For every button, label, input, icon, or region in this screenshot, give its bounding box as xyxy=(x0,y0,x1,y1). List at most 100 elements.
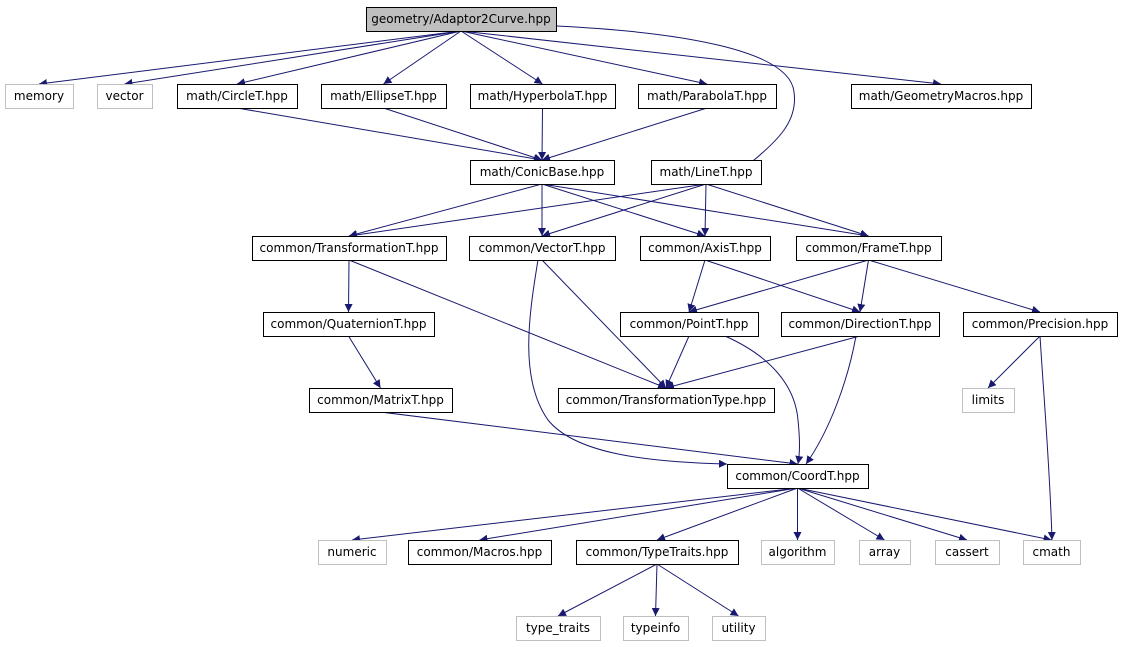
node-label-algorithm: algorithm xyxy=(769,545,827,559)
node-transtype[interactable]: common/TransformationType.hpp xyxy=(558,388,775,413)
nodes-layer: geometry/Adaptor2Curve.hpp memory vector ma… xyxy=(5,7,1118,641)
edge-line-to-frame xyxy=(705,183,869,238)
node-array: array xyxy=(859,540,911,565)
node-box-parabola xyxy=(638,84,777,109)
node-geommacros[interactable]: math/GeometryMacros.hpp xyxy=(851,84,1032,109)
node-parabola[interactable]: math/ParabolaT.hpp xyxy=(638,84,777,109)
node-box-memory xyxy=(5,84,74,109)
edge-line-to-vectort xyxy=(541,183,707,238)
node-hyperbola[interactable]: math/HyperbolaT.hpp xyxy=(470,84,616,109)
node-box-line xyxy=(651,160,762,185)
node-conicbase[interactable]: math/ConicBase.hpp xyxy=(470,160,615,185)
node-typetraits[interactable]: common/TypeTraits.hpp xyxy=(576,540,739,565)
edge-root-to-hyperbola xyxy=(460,30,543,85)
edge-root-to-geommacros xyxy=(460,30,942,88)
node-quaternion[interactable]: common/QuaternionT.hpp xyxy=(263,312,435,337)
edge-ellipse-to-conicbase xyxy=(383,107,543,162)
node-label-axis: common/AxisT.hpp xyxy=(648,241,762,255)
edge-point-to-transtype xyxy=(665,335,690,389)
node-label-type_traits: type_traits xyxy=(526,621,590,635)
node-label-circle: math/CircleT.hpp xyxy=(186,89,288,103)
node-box-type_traits xyxy=(516,616,601,641)
node-box-macros xyxy=(408,540,552,565)
edge-root-to-circle xyxy=(236,30,462,87)
edge-typetraits-to-utility xyxy=(656,563,739,617)
node-root[interactable]: geometry/Adaptor2Curve.hpp xyxy=(366,7,557,32)
edge-conicbase-to-transformation xyxy=(348,183,543,238)
node-point[interactable]: common/PointT.hpp xyxy=(620,312,759,337)
node-precision[interactable]: common/Precision.hpp xyxy=(963,312,1118,337)
edge-frame-to-precision xyxy=(868,259,1041,314)
node-box-cmath xyxy=(1023,540,1081,565)
node-label-utility: utility xyxy=(721,621,755,635)
node-label-array: array xyxy=(869,545,900,559)
node-circle[interactable]: math/CircleT.hpp xyxy=(177,84,298,109)
edge-typetraits-to-type_traits xyxy=(557,563,658,617)
node-label-transformation: common/TransformationT.hpp xyxy=(260,241,439,255)
edge-root-to-parabola xyxy=(460,30,708,87)
node-label-root: geometry/Adaptor2Curve.hpp xyxy=(371,12,550,26)
node-cassert: cassert xyxy=(935,540,1000,565)
node-label-memory: memory xyxy=(14,89,64,103)
node-box-cassert xyxy=(935,540,1000,565)
node-matrix[interactable]: common/MatrixT.hpp xyxy=(309,388,453,413)
node-line[interactable]: math/LineT.hpp xyxy=(651,160,762,185)
edge-root-to-memory xyxy=(38,30,462,87)
node-frame[interactable]: common/FrameT.hpp xyxy=(796,236,942,261)
node-limits: limits xyxy=(962,388,1015,413)
node-label-numeric: numeric xyxy=(327,545,376,559)
node-label-cassert: cassert xyxy=(945,545,989,559)
edge-coord-to-cassert xyxy=(797,487,968,542)
node-label-precision: common/Precision.hpp xyxy=(972,317,1109,331)
node-box-hyperbola xyxy=(470,84,616,109)
edge-direction-to-transtype xyxy=(665,335,861,390)
node-algorithm: algorithm xyxy=(761,540,835,565)
edge-coord-to-numeric xyxy=(351,487,798,544)
node-numeric: numeric xyxy=(318,540,387,565)
node-label-conicbase: math/ConicBase.hpp xyxy=(480,165,605,179)
edge-root-to-ellipse xyxy=(383,30,462,85)
node-label-parabola: math/ParabolaT.hpp xyxy=(647,89,767,103)
node-transformation[interactable]: common/TransformationT.hpp xyxy=(252,236,447,261)
node-label-macros: common/Macros.hpp xyxy=(417,545,543,559)
node-box-root xyxy=(366,7,557,32)
edge-circle-to-conicbase xyxy=(236,107,543,163)
node-box-vectort xyxy=(469,236,616,261)
edge-typetraits-to-typeinfo xyxy=(651,563,660,617)
node-label-limits: limits xyxy=(972,393,1005,407)
edges-layer xyxy=(38,25,1056,617)
edge-axis-to-point xyxy=(687,259,706,313)
node-vector: vector xyxy=(97,84,153,109)
node-coord[interactable]: common/CoordT.hpp xyxy=(727,464,869,489)
node-label-transtype: common/TransformationType.hpp xyxy=(566,393,767,407)
node-box-geommacros xyxy=(851,84,1032,109)
edge-direction-to-coord xyxy=(805,335,857,465)
node-label-geommacros: math/GeometryMacros.hpp xyxy=(859,89,1023,103)
node-label-frame: common/FrameT.hpp xyxy=(805,241,931,255)
node-macros[interactable]: common/Macros.hpp xyxy=(408,540,552,565)
node-axis[interactable]: common/AxisT.hpp xyxy=(640,236,771,261)
node-typeinfo: typeinfo xyxy=(623,616,689,641)
node-box-ellipse xyxy=(321,84,447,109)
node-label-quaternion: common/QuaternionT.hpp xyxy=(271,317,427,331)
edge-frame-to-direction xyxy=(857,259,869,313)
edge-quaternion-to-matrix xyxy=(348,335,381,389)
node-vectort[interactable]: common/VectorT.hpp xyxy=(469,236,616,261)
node-label-coord: common/CoordT.hpp xyxy=(735,469,859,483)
edge-coord-to-array xyxy=(797,487,885,541)
node-label-matrix: common/MatrixT.hpp xyxy=(317,393,444,407)
node-box-direction xyxy=(781,312,940,337)
node-label-vector: vector xyxy=(105,89,143,103)
node-memory: memory xyxy=(5,84,74,109)
edge-precision-to-limits xyxy=(987,335,1041,389)
edge-line-to-transformation xyxy=(348,183,707,239)
edge-matrix-to-coord xyxy=(380,411,798,467)
node-ellipse[interactable]: math/EllipseT.hpp xyxy=(321,84,447,109)
node-box-quaternion xyxy=(263,312,435,337)
node-cmath: cmath xyxy=(1023,540,1081,565)
node-box-point xyxy=(620,312,759,337)
node-direction[interactable]: common/DirectionT.hpp xyxy=(781,312,940,337)
node-label-hyperbola: math/HyperbolaT.hpp xyxy=(478,89,608,103)
node-box-frame xyxy=(796,236,942,261)
